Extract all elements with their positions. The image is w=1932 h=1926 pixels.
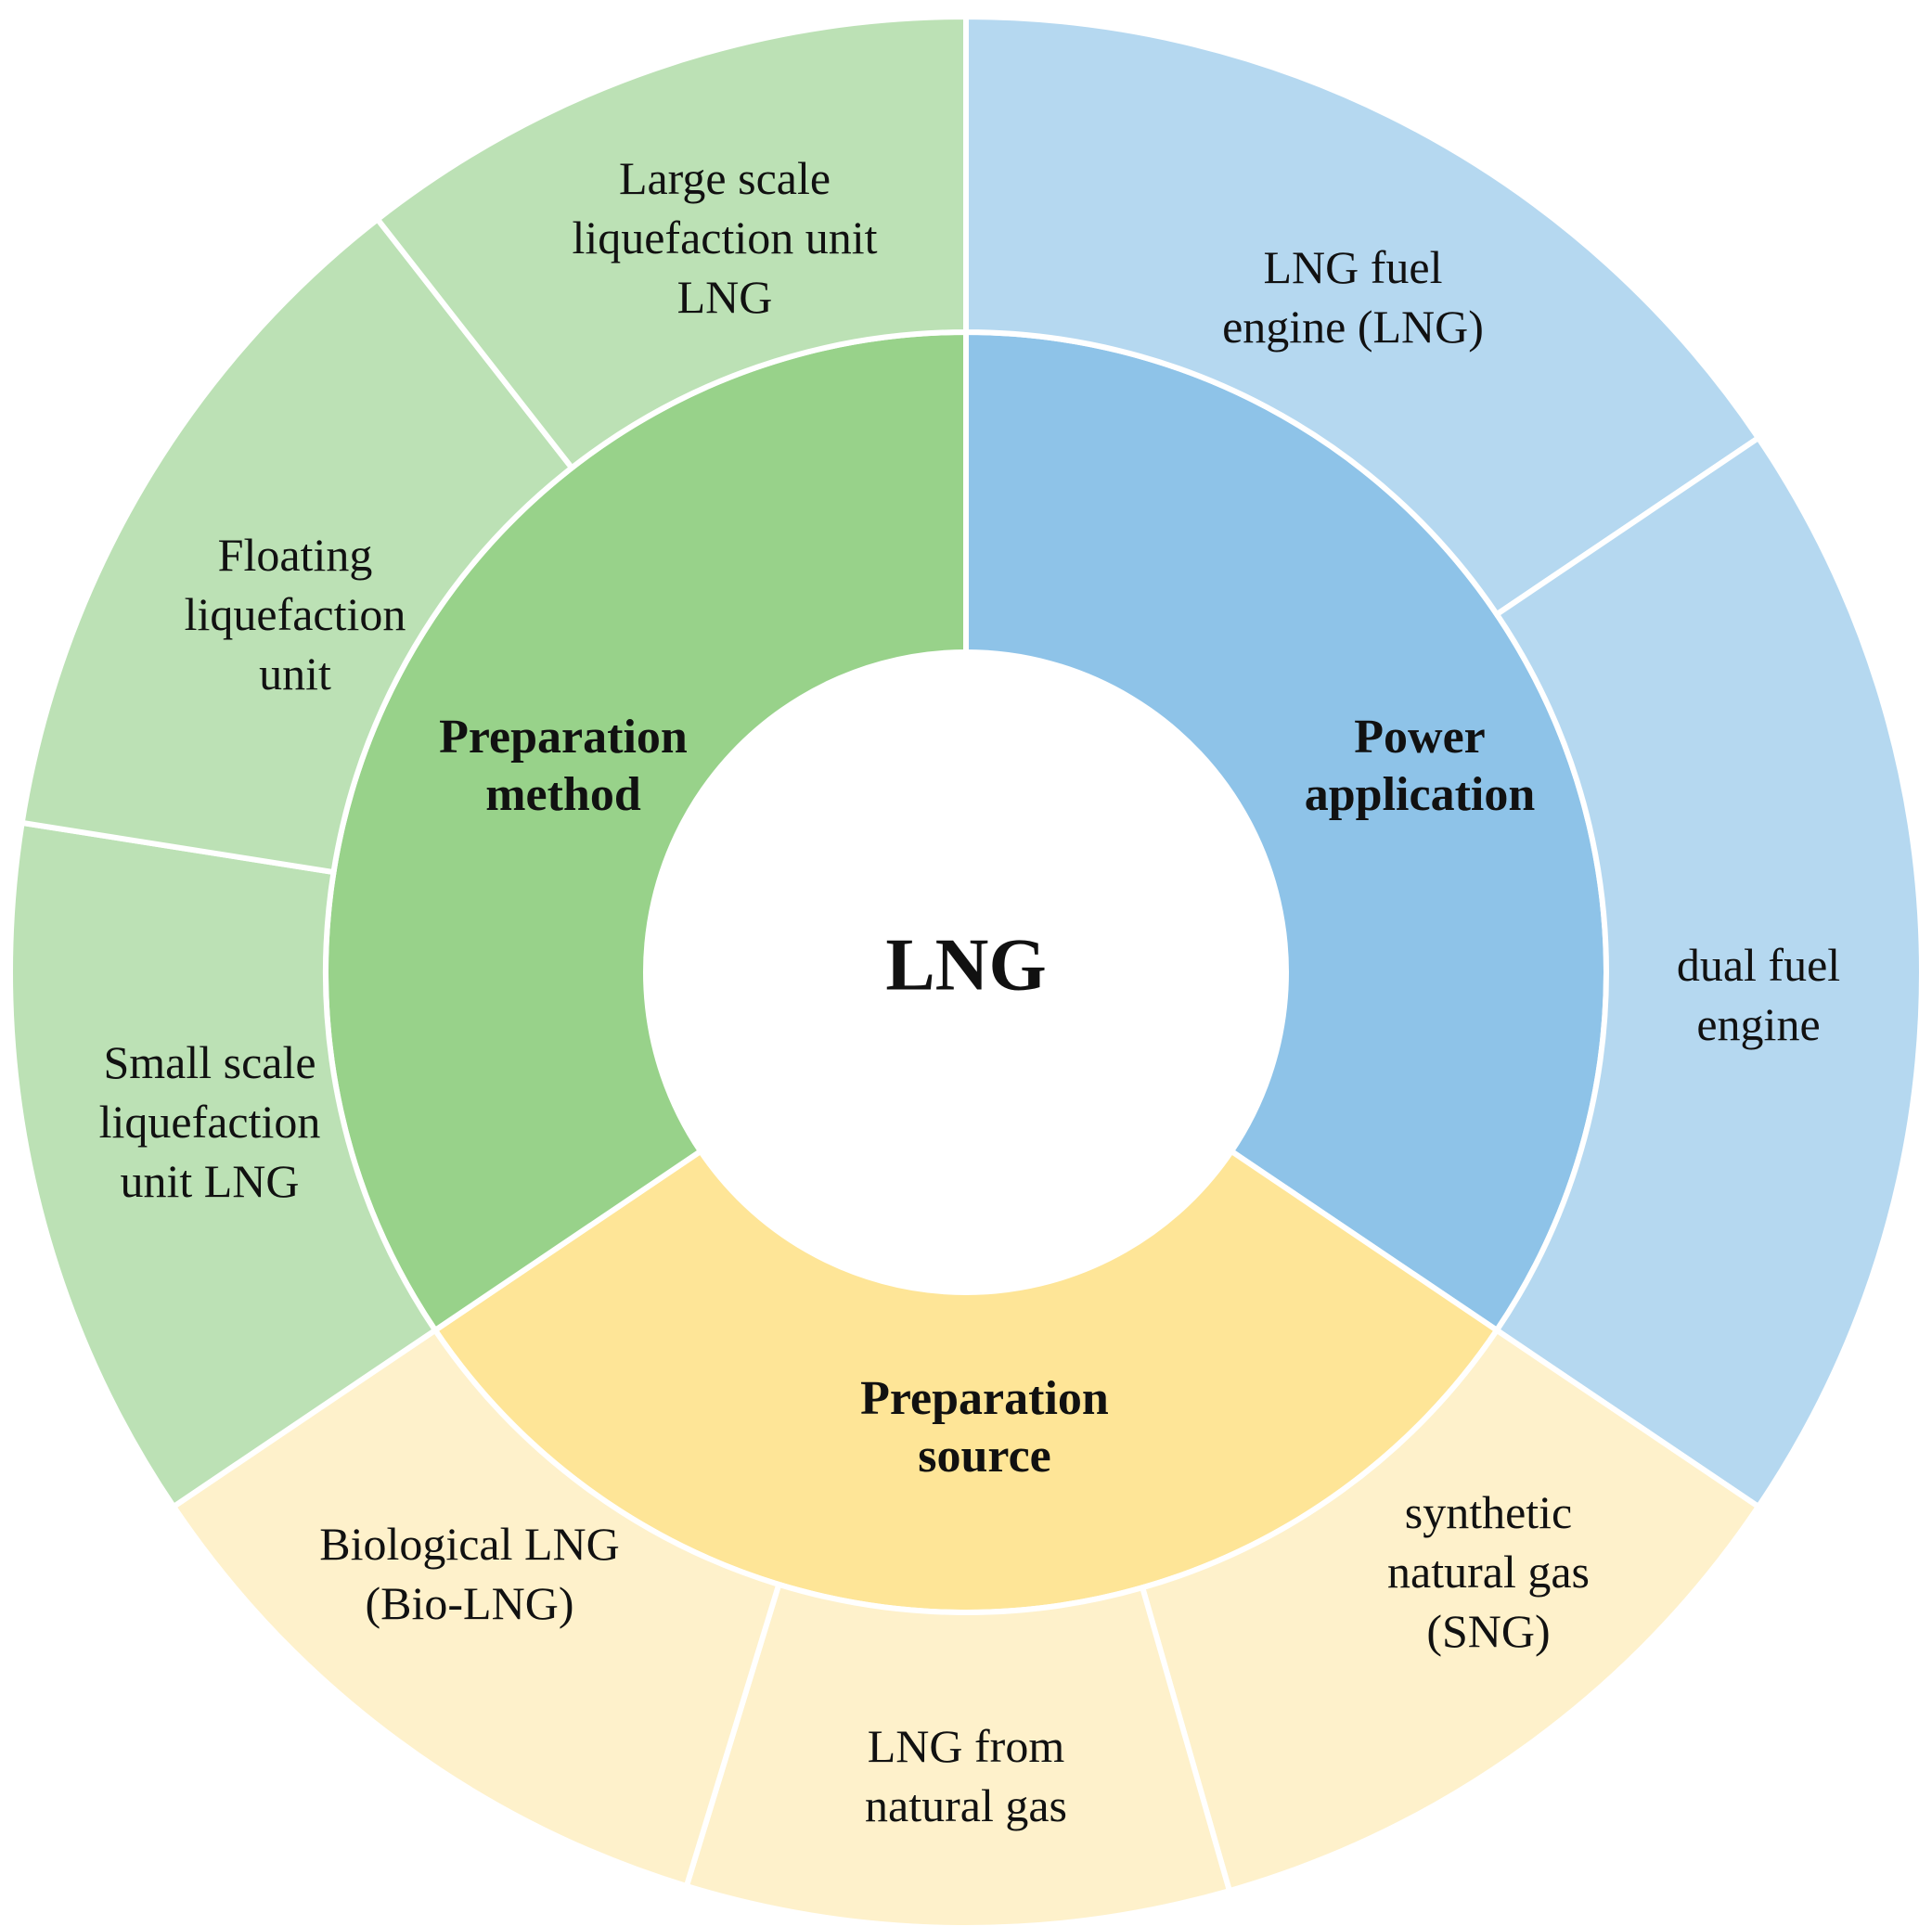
- subcategory-label-source-2: LNG from natural gas: [865, 1720, 1067, 1831]
- subcategory-label-power-2: dual fuel engine: [1677, 939, 1840, 1050]
- subcategory-segment-power-1: [963, 13, 1763, 619]
- center-label: LNG: [885, 924, 1046, 1006]
- subcategory-label-power-2-line: dual fuel: [1677, 939, 1840, 991]
- subcategory-segment-method-2: [19, 215, 576, 876]
- subcategory-label-source-1-line: natural gas: [1387, 1546, 1590, 1598]
- subcategory-ring: [7, 13, 1926, 1926]
- subcategory-label-source-3: Biological LNG (Bio-LNG): [319, 1518, 620, 1629]
- subcategory-label-method-1-line: Small scale: [103, 1036, 316, 1088]
- subcategory-label-source-1: synthetic natural gas (SNG): [1387, 1486, 1590, 1657]
- subcategory-label-source-1-line: synthetic: [1405, 1486, 1573, 1538]
- subcategory-label-method-1: Small scale liquefaction unit LNG: [99, 1036, 321, 1207]
- subcategory-label-method-2-line: unit: [259, 648, 331, 700]
- category-label-source-line: source: [918, 1430, 1050, 1483]
- subcategory-label-source-2-line: LNG from: [868, 1720, 1065, 1772]
- subcategory-segment-method-3: [373, 13, 969, 472]
- subcategory-label-source-2-line: natural gas: [865, 1779, 1067, 1831]
- subcategory-label-method-2-line: Floating: [218, 529, 373, 581]
- subcategory-label-power-1: LNG fuel engine (LNG): [1222, 241, 1484, 353]
- category-label-method-line: method: [485, 768, 641, 821]
- subcategory-label-source-1-line: (SNG): [1426, 1605, 1550, 1657]
- subcategory-label-method-2-line: liquefaction: [185, 588, 406, 640]
- subcategory-label-method-2: Floating liquefaction unit: [185, 529, 406, 700]
- subcategory-label-power-1-line: engine (LNG): [1222, 301, 1484, 353]
- subcategory-label-method-1-line: liquefaction: [99, 1096, 321, 1148]
- subcategory-label-method-3-line: liquefaction unit: [572, 212, 877, 263]
- subcategory-segment-source-3: [169, 1326, 783, 1890]
- subcategory-label-method-3-line: Large scale: [619, 152, 831, 204]
- category-label-source-line: Preparation: [860, 1372, 1109, 1425]
- subcategory-label-method-1-line: unit LNG: [120, 1155, 299, 1207]
- subcategory-segment-power-2: [1492, 433, 1926, 1511]
- subcategory-label-source-3-line: (Bio-LNG): [366, 1577, 574, 1629]
- subcategory-label-power-2-line: engine: [1696, 998, 1820, 1050]
- category-label-method-line: Preparation: [439, 711, 688, 764]
- subcategory-segment-method-1: [7, 819, 440, 1511]
- category-ring: [323, 328, 1609, 1615]
- subcategory-label-power-1-line: LNG fuel: [1264, 241, 1443, 293]
- category-label-power-line: application: [1305, 768, 1536, 821]
- center-hole: [646, 652, 1286, 1292]
- category-label-power-line: Power: [1354, 711, 1485, 764]
- subcategory-label-source-3-line: Biological LNG: [319, 1518, 620, 1570]
- subcategory-label-method-3-line: LNG: [677, 271, 773, 323]
